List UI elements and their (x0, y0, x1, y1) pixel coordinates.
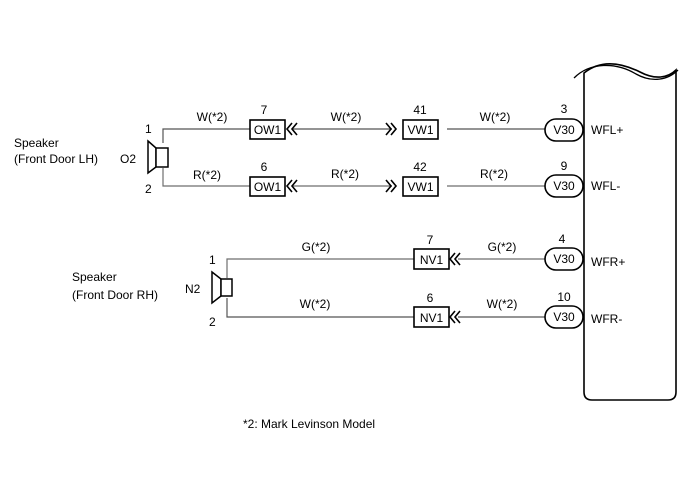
terminal-name: WFR- (591, 312, 622, 326)
wire-color-label: W(*2) (480, 110, 511, 124)
junction-ow1-top-label: OW1 (254, 123, 282, 137)
connector-v30-wfr-minus (544, 305, 584, 329)
connector-v30-wfl-plus (544, 118, 584, 142)
junction-vw1-bottom-pin: 42 (413, 160, 427, 174)
terminal-pin: 3 (561, 102, 568, 116)
wire-lh-pin1 (162, 128, 250, 143)
speaker-magnet (155, 147, 169, 168)
junction-nv1-top-pin: 7 (427, 233, 434, 247)
speaker-lh-label: Speaker (14, 136, 59, 150)
circuit-wfr-minus: NV1 6 V30 10 WFR- W(*2) W(*2) (226, 290, 622, 329)
circuit-wfl-minus: OW1 6 VW1 42 V30 9 WFL- R(*2) R(*2) R(*2… (162, 159, 620, 198)
terminal-name: WFL- (591, 179, 620, 193)
connector-v30-label: V30 (553, 310, 575, 324)
speaker-front-door-lh: Speaker (Front Door LH) O2 1 2 (14, 122, 169, 196)
junction-nv1-bottom-label: NV1 (420, 311, 444, 325)
junction-ow1-top (249, 119, 286, 140)
terminal-name: WFR+ (591, 255, 625, 269)
junction-nv1-top-label: NV1 (420, 253, 444, 267)
speaker-icon (211, 270, 222, 305)
wire-color-label: W(*2) (331, 110, 362, 124)
connector-v30-wfl-minus (544, 174, 584, 198)
connector-chevron-icon (285, 179, 298, 193)
junction-ow1-bottom-label: OW1 (254, 180, 282, 194)
connector-chevron-icon (285, 122, 298, 136)
speaker-lh-sublabel: (Front Door LH) (14, 152, 98, 166)
connector-chevron-icon (448, 310, 461, 324)
footnote: *2: Mark Levinson Model (243, 417, 375, 431)
terminal-pin: 9 (561, 159, 568, 173)
wire-color-label: W(*2) (197, 110, 228, 124)
junction-ow1-top-pin: 7 (261, 103, 268, 117)
speaker-magnet (220, 278, 233, 297)
connector-v30-label: V30 (553, 179, 575, 193)
connector-chevron-icon (385, 122, 398, 136)
speaker-rh-sublabel: (Front Door RH) (72, 288, 158, 302)
wire-rh-pin2 (226, 298, 415, 318)
junction-vw1-top-label: VW1 (407, 123, 433, 137)
junction-nv1-bottom-pin: 6 (427, 291, 434, 305)
wire-color-label: W(*2) (300, 297, 331, 311)
speaker-lh-pin2: 2 (145, 182, 152, 196)
circuit-wfr-plus: NV1 7 V30 4 WFR+ G(*2) G(*2) (226, 232, 625, 278)
speaker-lh-connector: O2 (120, 152, 136, 166)
connector-v30-label: V30 (553, 252, 575, 266)
speaker-rh-connector: N2 (185, 282, 201, 296)
terminal-pin: 4 (559, 232, 566, 246)
wire-color-label: R(*2) (193, 168, 221, 182)
circuit-wfl-plus: OW1 7 VW1 41 V30 3 WFL+ W(*2) W(*2) W(*2… (162, 102, 623, 143)
connector-v30-wfr-plus (544, 247, 584, 271)
junction-vw1-top-pin: 41 (413, 103, 427, 117)
wire-rh-pin1 (226, 258, 415, 278)
junction-vw1-bottom-label: VW1 (407, 180, 433, 194)
junction-ow1-bottom-pin: 6 (261, 160, 268, 174)
speaker-icon (147, 139, 157, 175)
speaker-rh-pin1: 1 (209, 253, 216, 267)
wire-color-label: G(*2) (488, 240, 517, 254)
terminal-name: WFL+ (591, 123, 623, 137)
connector-chevron-icon (385, 179, 398, 193)
wire-color-label: W(*2) (487, 297, 518, 311)
wire-color-label: R(*2) (480, 167, 508, 181)
terminal-pin: 10 (557, 290, 571, 304)
speaker-rh-pin2: 2 (209, 315, 216, 329)
connector-v30-label: V30 (553, 123, 575, 137)
wire-color-label: G(*2) (302, 240, 331, 254)
junction-vw1-top (402, 119, 439, 140)
connector-chevron-icon (448, 252, 461, 266)
wire-color-label: R(*2) (331, 167, 359, 181)
junction-vw1-bottom (402, 176, 439, 197)
speaker-lh-pin1: 1 (145, 122, 152, 136)
speaker-front-door-rh: Speaker (Front Door RH) N2 1 2 (72, 253, 233, 329)
junction-ow1-bottom (249, 176, 286, 197)
speaker-rh-label: Speaker (72, 270, 117, 284)
amplifier-ecu-block (573, 63, 679, 401)
wire-lh-pin2 (162, 168, 250, 187)
